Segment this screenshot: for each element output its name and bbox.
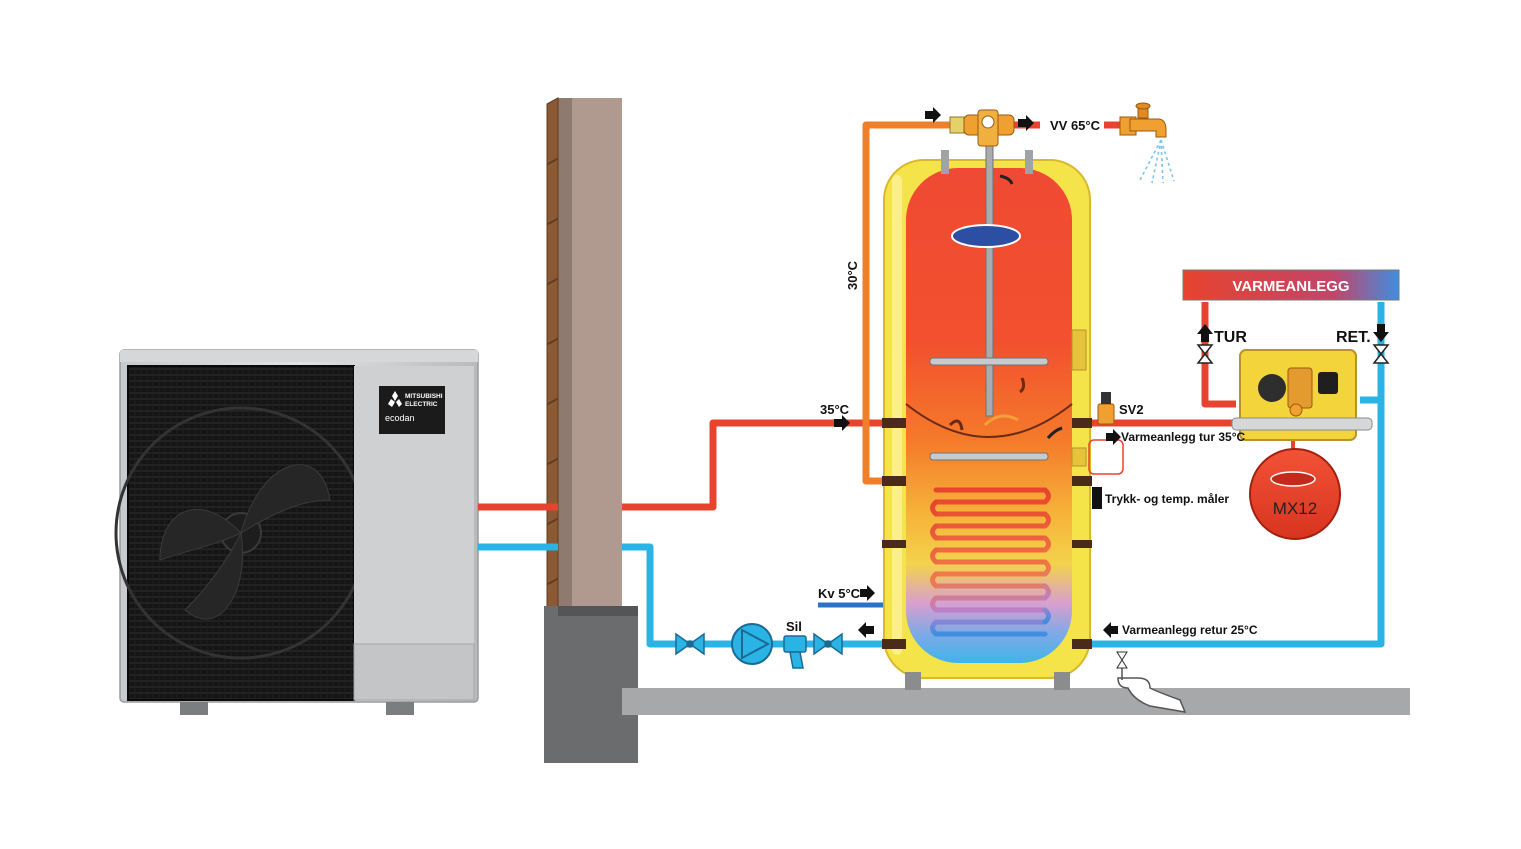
valve-tur — [1196, 344, 1214, 364]
label-ret: RET. — [1336, 329, 1371, 346]
brand-line1: MITSUBISHI — [405, 393, 443, 400]
mixing-valve — [949, 109, 1015, 147]
tank-jacket-highlight — [892, 175, 902, 655]
unit-feet — [180, 702, 414, 715]
heating-shunt-unit — [1231, 349, 1373, 441]
label-retur-25: Varmeanlegg retur 25°C — [1122, 623, 1258, 637]
floor-slab — [622, 688, 1410, 715]
label-kv: Kv 5°C — [818, 586, 861, 601]
arrow-retur-in — [1103, 622, 1118, 638]
pipe-mixed-30c — [862, 121, 955, 485]
pressure-gauge — [1092, 487, 1102, 509]
label-tur: TUR — [1214, 329, 1247, 346]
tank-top-pipes — [941, 150, 1033, 174]
brand-line3: ecodan — [385, 413, 415, 423]
foundation-top — [558, 606, 638, 616]
wall-inner-edge — [558, 98, 572, 608]
tank-flow-arrows — [948, 174, 1063, 439]
mixing-shunt-outline — [1088, 439, 1124, 475]
arrow-tur-out — [1106, 429, 1121, 445]
tank-divider — [905, 403, 1073, 438]
pipe-tur-riser — [1201, 302, 1236, 408]
pipe-flow-indoor — [622, 419, 882, 511]
label-gauge: Trykk- og temp. måler — [1105, 492, 1229, 506]
fan-blades — [159, 464, 331, 620]
label-sv2: SV2 — [1119, 402, 1144, 417]
direction-arrows — [834, 107, 1389, 638]
valve-ret — [1372, 344, 1390, 364]
label-35c: 35°C — [820, 402, 850, 417]
tank-feet — [905, 672, 1070, 690]
label-sil: Sil — [786, 619, 802, 634]
arrow-mixed-in — [925, 107, 941, 123]
outdoor-heat-pump-unit: MITSUBISHI ELECTRIC ecodan — [114, 349, 479, 715]
arrow-return-left — [858, 622, 874, 638]
wall-siding — [546, 97, 559, 612]
tank-side-ports — [882, 329, 1092, 649]
oso-logo-icon — [951, 224, 1021, 248]
brand-plate — [379, 386, 445, 434]
strainer-icon — [783, 635, 807, 669]
unit-lower-panel — [353, 643, 475, 701]
drain-funnel — [1116, 651, 1187, 713]
label-tur-35: Varmeanlegg tur 35°C — [1121, 430, 1246, 444]
shutoff-valve-left — [675, 632, 705, 656]
arrow-35c-in — [834, 415, 850, 431]
shutoff-valve-right — [813, 632, 843, 656]
foundation — [544, 606, 638, 763]
mx12-label: MX12 — [1273, 499, 1317, 518]
hot-water-tap-icon — [1119, 102, 1175, 184]
arrow-kv-in — [860, 585, 875, 601]
oso-logo-small-icon — [1270, 471, 1316, 487]
label-vv: VV 65°C — [1050, 118, 1101, 133]
varmeanlegg-title: VARMEANLEGG — [1232, 278, 1349, 295]
mitsubishi-logo-icon — [388, 391, 402, 407]
arrow-vv-out — [1018, 115, 1034, 131]
safety-valve-sv2 — [1097, 392, 1115, 425]
hot-water-tank — [882, 135, 1092, 690]
expansion-vessel-mx12: MX12 — [1249, 448, 1341, 540]
upper-coil — [929, 357, 1049, 461]
pipe-heating-return — [1090, 302, 1385, 648]
label-30c: 30°C — [845, 260, 860, 290]
building-wall — [544, 97, 638, 763]
dip-tube — [985, 135, 994, 417]
circulation-pump-icon — [731, 623, 773, 665]
brand-line2: ELECTRIC — [405, 401, 438, 408]
arrow-tur-up — [1197, 324, 1213, 342]
heating-coil — [930, 487, 1051, 637]
heating-system-bar: VARMEANLEGG — [1182, 269, 1400, 301]
arrow-ret-down — [1373, 324, 1389, 342]
